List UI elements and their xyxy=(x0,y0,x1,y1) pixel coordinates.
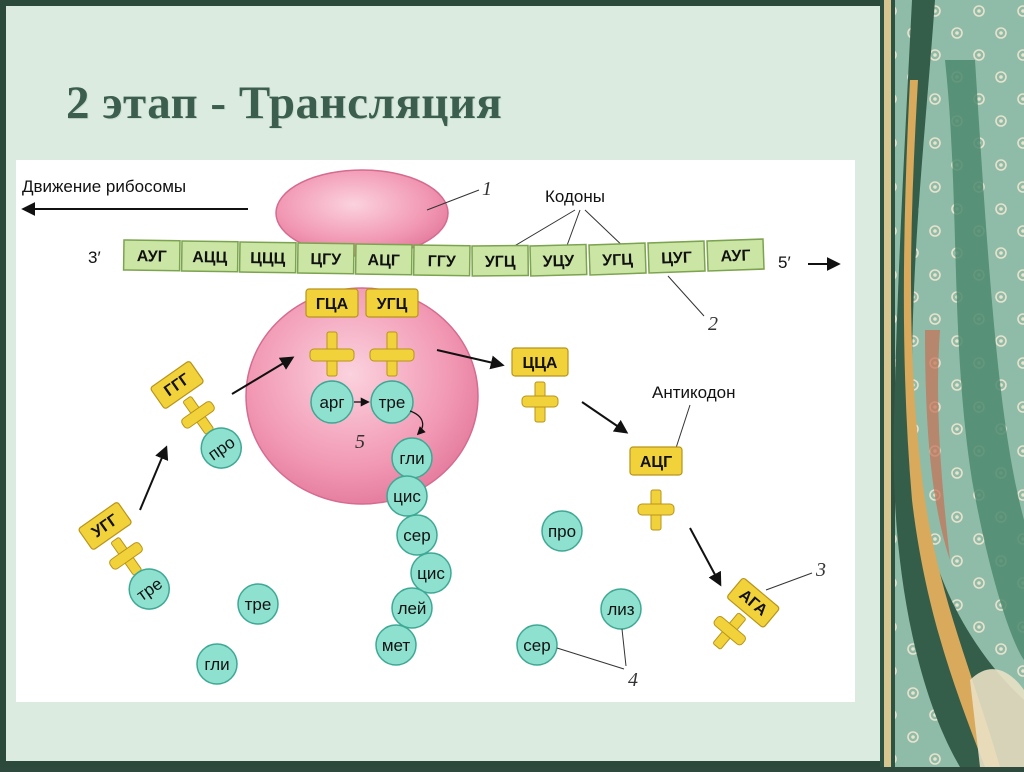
anticodon-box xyxy=(150,361,204,409)
anticodon-box xyxy=(629,446,683,476)
anticodon-box xyxy=(511,347,569,377)
codon-1: АЦЦ xyxy=(180,240,239,273)
codons-label: Кодоны xyxy=(545,187,605,206)
codon-4: АЦГ xyxy=(354,243,413,276)
callout-2-line xyxy=(667,275,705,317)
anticodon-box xyxy=(78,502,132,550)
chain-amino-acid: цис xyxy=(410,552,452,594)
arrow-incoming-2 xyxy=(231,356,295,395)
callout-4-lines xyxy=(556,628,627,670)
svg-text:гли: гли xyxy=(204,655,229,674)
trna-released: ЦЦА xyxy=(511,347,569,423)
anticodon-text: УГЦ xyxy=(377,296,408,313)
amino-acid-label: тре xyxy=(379,393,406,412)
codon-3: ЦГУ xyxy=(296,242,355,275)
anticodon-box xyxy=(305,288,359,318)
chain-amino-acid: сер xyxy=(396,514,438,556)
callout-4: 4 xyxy=(628,669,638,691)
callout-2: 2 xyxy=(708,313,718,335)
svg-text:АУГ: АУГ xyxy=(720,247,751,265)
anticodon-text: ЦЦА xyxy=(523,355,558,372)
anticodon-text: ГЦА xyxy=(316,296,349,313)
callout-1: 1 xyxy=(482,178,492,200)
svg-text:ЦГУ: ЦГУ xyxy=(310,251,342,268)
anticodon-pointer-line xyxy=(675,404,691,449)
svg-text:про: про xyxy=(548,522,576,541)
chain-amino-acid: лей xyxy=(391,587,433,629)
trna-acg: АЦГ xyxy=(629,446,683,531)
svg-text:мет: мет xyxy=(382,636,411,655)
svg-text:сер: сер xyxy=(403,526,430,545)
anticodon-box xyxy=(365,288,419,318)
svg-text:цис: цис xyxy=(417,564,445,583)
callout-5: 5 xyxy=(355,431,365,453)
amino-acid xyxy=(128,568,170,610)
svg-text:АЦГ: АЦГ xyxy=(367,252,400,269)
anticodon-text: АЦГ xyxy=(640,454,672,471)
codon-7: УЦУ xyxy=(529,243,588,277)
decorative-side-panel xyxy=(880,0,1024,767)
callout-3: 3 xyxy=(815,559,826,581)
callout-3-line xyxy=(765,572,813,591)
peptide-chain: гли цис сер цис лей мет xyxy=(375,437,452,666)
trna-bound-1: ГЦА арг xyxy=(305,288,359,424)
mrna-5prime-label: 5′ xyxy=(778,253,791,272)
free-amino-acid: лиз xyxy=(600,588,642,630)
ribosome xyxy=(245,169,479,505)
chain-link-arrow xyxy=(409,410,426,436)
svg-text:УГЦ: УГЦ xyxy=(602,251,634,269)
mrna-strand: АУГ АЦЦ ЦЦЦ ЦГУ АЦГ ГГУ УГЦ УЦУ УГЦ ЦУГ … xyxy=(122,238,765,277)
arrow-incoming-1 xyxy=(139,445,169,511)
amino-acid xyxy=(310,380,354,424)
arrow-release-1 xyxy=(436,349,505,370)
svg-text:ЦУГ: ЦУГ xyxy=(661,249,692,267)
codon-9: ЦУГ xyxy=(647,240,706,274)
svg-text:ГГУ: ГГУ xyxy=(428,253,457,270)
codon-2: ЦЦЦ xyxy=(238,241,297,274)
svg-text:УГЦ: УГЦ xyxy=(485,254,516,271)
callout-1-line xyxy=(426,189,480,211)
amino-acid xyxy=(370,380,414,424)
svg-text:цис: цис xyxy=(393,487,421,506)
codon-0: АУГ xyxy=(122,239,181,272)
anticodon-label: Антикодон xyxy=(652,383,735,402)
amino-acid-label: арг xyxy=(319,393,344,412)
free-amino-acid: тре xyxy=(237,583,279,625)
chain-amino-acid: мет xyxy=(375,624,417,666)
trna-ggg: ГГГ про xyxy=(150,361,242,469)
codon-5: ГГУ xyxy=(412,244,471,277)
chain-amino-acid: гли xyxy=(391,437,433,479)
chain-amino-acid: цис xyxy=(386,475,428,517)
anticodon-box xyxy=(727,577,780,628)
svg-text:лиз: лиз xyxy=(607,600,634,619)
codon-6: УГЦ xyxy=(471,244,530,277)
svg-text:сер: сер xyxy=(523,636,550,655)
mrna-3prime-label: 3′ xyxy=(88,248,101,267)
free-amino-acid: про xyxy=(541,510,583,552)
svg-text:УЦУ: УЦУ xyxy=(542,253,575,271)
codon-10: АУГ xyxy=(706,238,765,272)
svg-text:лей: лей xyxy=(398,599,427,618)
trna-bound-2: УГЦ тре xyxy=(365,288,419,424)
svg-text:гли: гли xyxy=(399,449,424,468)
svg-text:АЦЦ: АЦЦ xyxy=(192,249,227,266)
svg-text:тре: тре xyxy=(245,595,272,614)
page-title: 2 этап - Трансляция xyxy=(66,77,503,129)
svg-text:АУГ: АУГ xyxy=(137,248,167,265)
amino-acid xyxy=(200,427,242,469)
ribosome-large-subunit xyxy=(245,287,479,505)
free-amino-acid: сер xyxy=(516,624,558,666)
svg-text:ЦЦЦ: ЦЦЦ xyxy=(250,250,286,267)
free-amino-acid: гли xyxy=(196,643,238,685)
arrow-release-3 xyxy=(689,527,722,587)
ribosome-motion-label: Движение рибосомы xyxy=(22,177,186,196)
arrow-release-2 xyxy=(581,401,629,434)
codon-8: УГЦ xyxy=(588,242,647,276)
